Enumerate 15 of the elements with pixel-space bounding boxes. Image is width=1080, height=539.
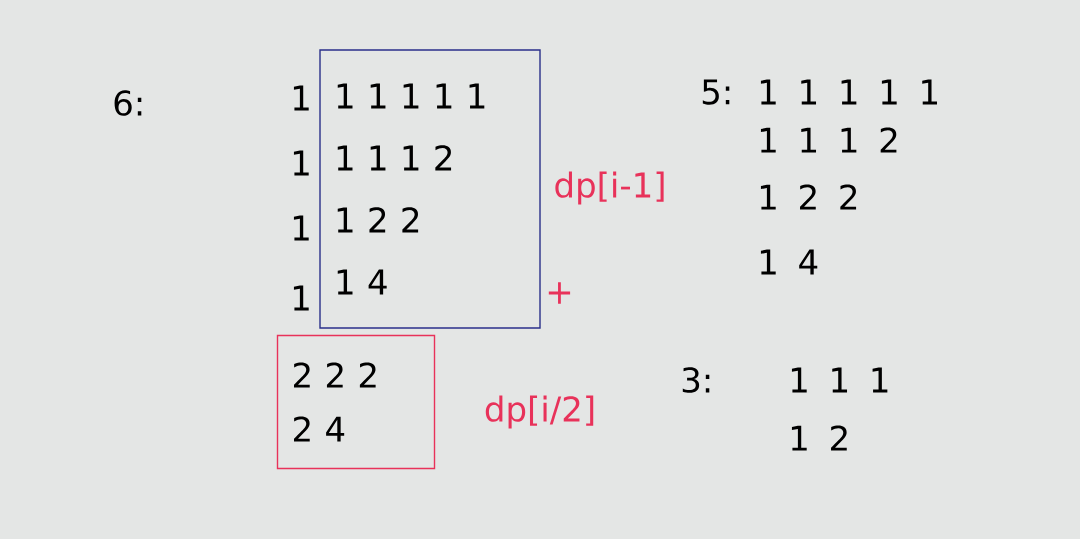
handwritten-number: 1 1 1 2 (760, 127, 897, 153)
handwritten-number: 1 4 (760, 249, 818, 275)
handwritten-number: 1 (293, 285, 309, 311)
handwritten-number: 6: (114, 90, 142, 116)
handwritten-number: 5: (702, 79, 730, 105)
handwritten-number: 1 (293, 215, 309, 241)
array-label: dp[i-1] (555, 171, 664, 205)
handwritten-number: 3: (682, 367, 710, 393)
handwritten-number: 1 1 1 (791, 367, 888, 393)
handwritten-number: 1 2 2 (760, 184, 857, 210)
array-label: dp[i/2] (485, 395, 594, 429)
handwritten-number: 1 1 1 1 1 (760, 79, 937, 105)
number-box: 1 1 1 1 1 1 1 1 2 1 2 2 1 4 (319, 49, 541, 329)
handwritten-number: 1 2 (791, 425, 847, 451)
number-box: 2 2 2 2 4 (276, 334, 436, 470)
